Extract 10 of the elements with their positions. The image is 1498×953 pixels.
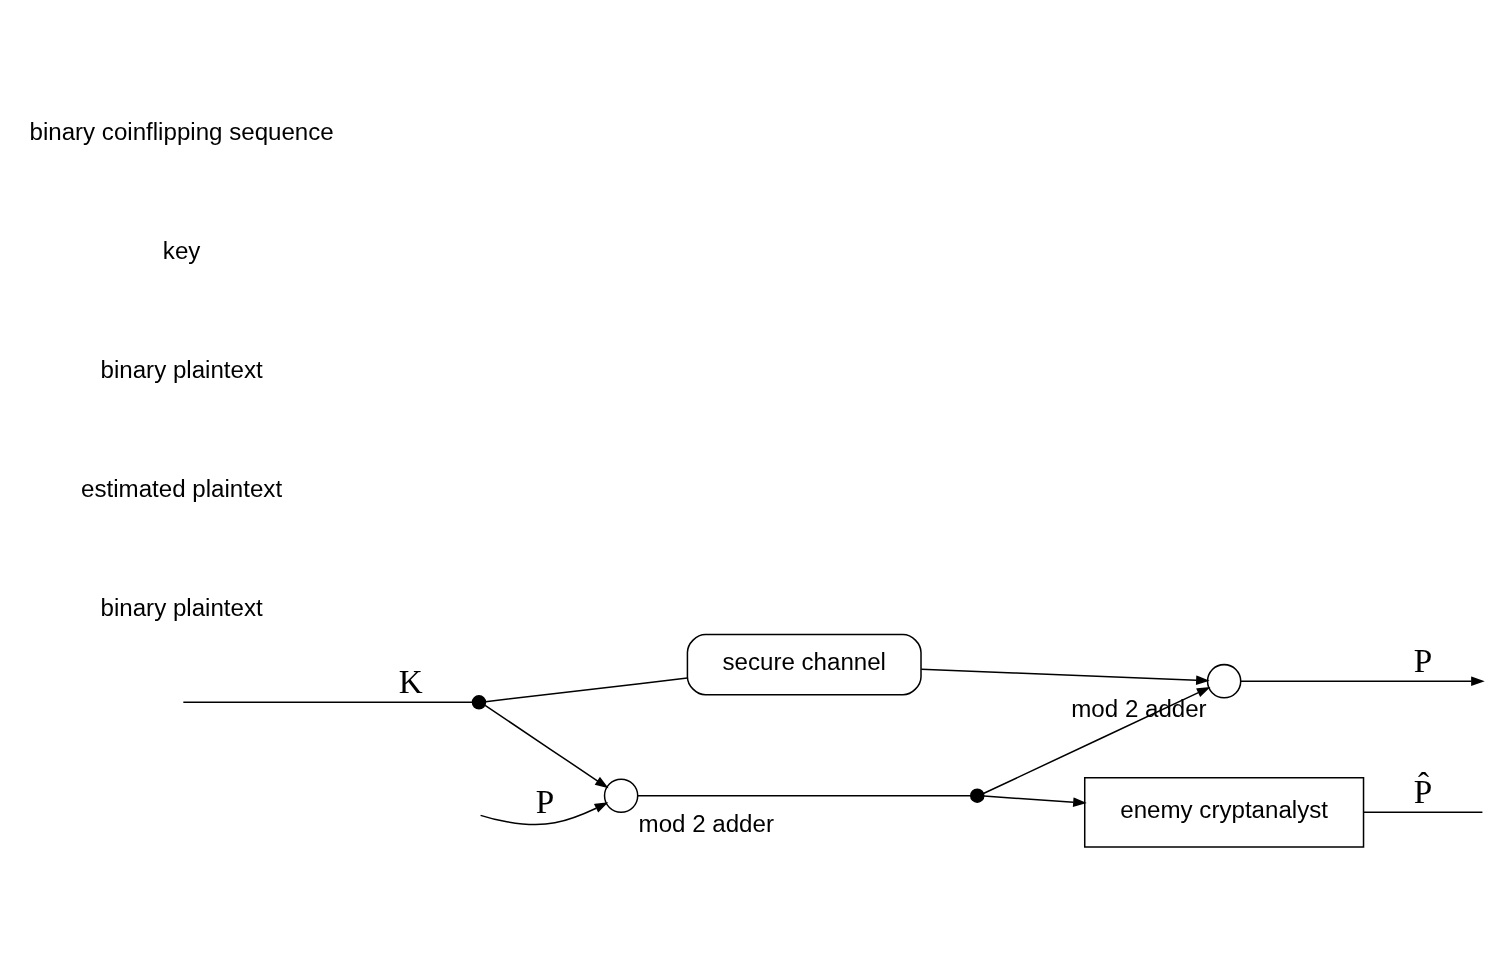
- label: estimated plaintext: [81, 474, 283, 502]
- label: binary plaintext: [100, 593, 263, 621]
- node-label: mod 2 adder: [638, 809, 774, 837]
- label: key: [162, 236, 201, 264]
- edge-label: P: [535, 782, 555, 820]
- label: binary coinflipping sequence: [29, 117, 334, 145]
- edge-label: P̂: [1413, 772, 1433, 810]
- edge-label: P: [1413, 641, 1433, 679]
- label: binary plaintext: [100, 355, 263, 383]
- edge-label: K: [398, 662, 423, 700]
